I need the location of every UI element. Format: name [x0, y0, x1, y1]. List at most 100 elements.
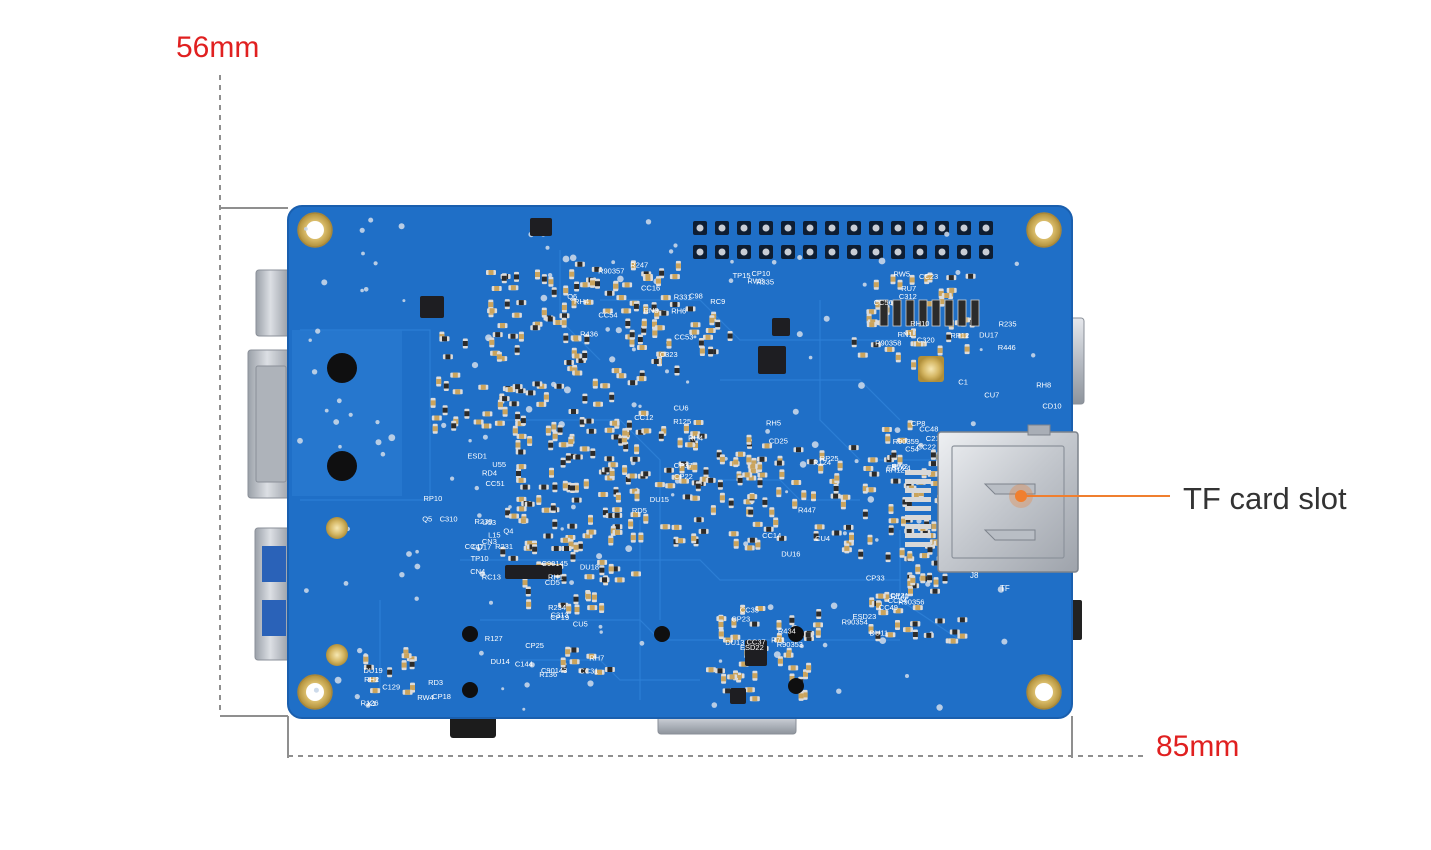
smd-body-510	[732, 634, 738, 640]
smd-body-463	[564, 546, 569, 551]
silk-ref-0: CC51	[486, 479, 505, 488]
smd-body-104	[496, 354, 502, 360]
smd-body-206	[575, 454, 581, 460]
gpio-pin-1-1	[718, 248, 726, 256]
silk-ref-92: RH7	[589, 654, 604, 663]
via-64	[892, 463, 897, 469]
smd-body-386	[946, 334, 952, 340]
via-24	[862, 282, 867, 287]
silk-ref-108: CU6	[674, 404, 689, 413]
smd-body-26	[561, 320, 567, 326]
smd-body-380	[916, 341, 921, 347]
gpio-pin-2-1	[740, 248, 748, 256]
smd-body-243	[666, 467, 672, 473]
smd-body-66	[607, 290, 613, 296]
smd-body-63	[625, 321, 631, 326]
smd-body-94	[495, 332, 501, 338]
via-59	[830, 602, 838, 610]
smd-body-515	[741, 661, 747, 667]
smd-body-14	[569, 271, 575, 277]
smd-body-120	[630, 535, 636, 541]
width-dimension-label: 85mm	[1156, 730, 1240, 763]
smd-body-556	[959, 617, 965, 623]
smd-body-561	[561, 665, 567, 671]
pad-large-1	[326, 517, 348, 539]
smd-body-470	[527, 540, 533, 546]
smd-body-285	[750, 468, 756, 474]
smd-body-341	[867, 537, 873, 543]
trace-3	[500, 419, 661, 620]
via-122	[545, 245, 550, 250]
smd-body-565	[565, 649, 571, 655]
silk-ref-5: CC48	[919, 424, 938, 433]
smd-body-506	[718, 616, 724, 622]
smd-body-250	[685, 494, 691, 500]
smd-body-417	[914, 492, 919, 498]
smd-body-330	[818, 466, 824, 472]
smd-body-293	[708, 477, 714, 483]
smd-body-553	[868, 626, 874, 632]
silk-ref-97: RH1	[548, 573, 563, 582]
smd-body-265	[696, 517, 702, 523]
smd-body-200	[565, 455, 571, 461]
smd-body-300	[717, 482, 723, 488]
via-78	[686, 380, 690, 384]
smd-body-493	[802, 692, 808, 698]
silk-ref-81: DU16	[781, 550, 800, 559]
via-31	[571, 504, 576, 510]
via-120	[406, 551, 412, 557]
smd-body-17	[504, 301, 510, 307]
smd-body-205	[583, 481, 589, 487]
smd-body-378	[875, 302, 881, 308]
smd-body-542	[950, 638, 956, 644]
smd-body-299	[748, 509, 754, 515]
ethernet-jack-inner	[255, 365, 287, 483]
smd-body-484	[526, 601, 532, 607]
smd-body-149	[519, 433, 525, 439]
smd-body-212	[590, 450, 596, 456]
silk-ref-64: C144	[515, 660, 533, 669]
via-113	[625, 545, 633, 552]
via-9	[441, 422, 447, 428]
smd-body-253	[681, 478, 687, 484]
gpio-pin-8-1	[872, 248, 880, 256]
ic-chip-0	[530, 218, 552, 236]
smd-body-44	[582, 282, 588, 288]
smd-body-595	[370, 677, 376, 683]
via-124	[1014, 261, 1019, 266]
via-136	[375, 439, 382, 446]
silk-ref-29: R231	[495, 542, 513, 551]
smd-body-434	[918, 491, 924, 496]
tf-pin-3	[905, 497, 931, 502]
smd-body-134	[566, 484, 572, 490]
via-130	[569, 580, 574, 585]
silk-ref-42: U55	[492, 460, 506, 469]
smd-body-271	[615, 529, 620, 535]
via-94	[836, 688, 842, 694]
smd-body-606	[409, 661, 415, 667]
smd-body-150	[588, 529, 594, 535]
gpio-pin-10-0	[916, 224, 924, 232]
smd-body-75	[675, 263, 681, 269]
smd-body-570	[653, 359, 659, 364]
smd-body-208	[518, 496, 524, 502]
smd-body-298	[690, 438, 696, 444]
usb-port-insert-2	[262, 600, 286, 636]
smd-body-302	[687, 442, 693, 448]
silk-ref-68: CD10	[1042, 402, 1061, 411]
smd-body-93	[443, 383, 449, 389]
smd-body-486	[573, 596, 579, 602]
via-66	[336, 398, 342, 404]
smd-body-433	[888, 527, 894, 533]
via-85	[854, 459, 859, 464]
silk-ref-91: ESD22	[740, 643, 764, 652]
via-90	[1031, 353, 1036, 358]
via-97	[925, 581, 931, 587]
smd-body-335	[776, 460, 782, 466]
callout-marker-dot	[1015, 490, 1027, 502]
smd-body-580	[705, 334, 711, 340]
smd-body-360	[844, 545, 850, 551]
silk-ref-90: ESD23	[853, 612, 877, 621]
ic-chip-7	[745, 640, 767, 666]
smd-body-605	[405, 689, 411, 695]
